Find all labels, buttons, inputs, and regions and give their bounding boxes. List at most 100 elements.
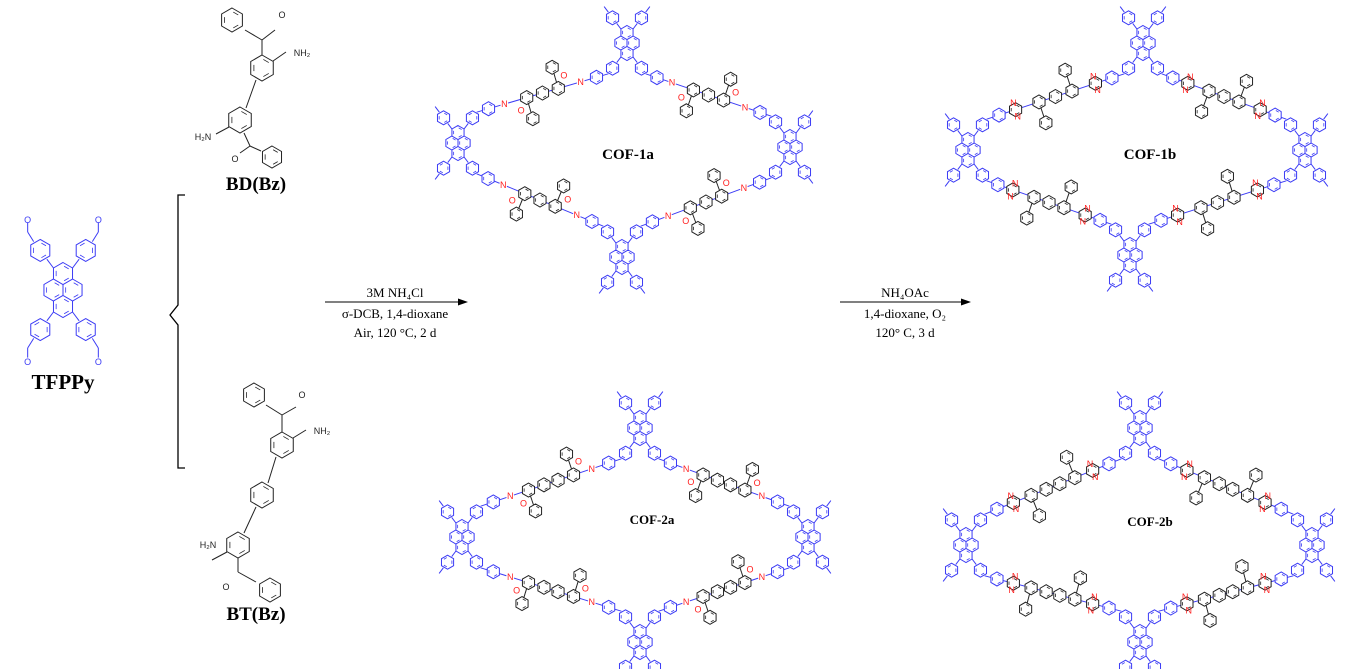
bond <box>1039 96 1043 100</box>
bond <box>1247 83 1251 87</box>
bond <box>34 333 40 338</box>
bond <box>1274 179 1278 183</box>
bond <box>608 63 613 66</box>
bond <box>1140 626 1144 629</box>
bond <box>646 644 650 647</box>
bond <box>778 496 782 500</box>
bond <box>980 565 985 568</box>
atom-label: N <box>1182 85 1189 95</box>
bond <box>980 572 985 576</box>
bond <box>1031 490 1035 493</box>
bond <box>1013 192 1017 195</box>
bond <box>544 582 548 585</box>
bond <box>1013 497 1018 500</box>
bond <box>1301 558 1307 565</box>
bond <box>1312 550 1316 553</box>
bond <box>968 155 972 158</box>
bond <box>1248 582 1252 586</box>
bond <box>255 386 261 391</box>
bond <box>1305 142 1309 145</box>
bond <box>621 45 625 48</box>
bond <box>1188 85 1192 89</box>
imine-gap <box>587 464 596 473</box>
bond <box>1140 441 1144 444</box>
bond <box>1146 423 1150 426</box>
bond <box>982 170 987 173</box>
bond <box>1132 56 1138 63</box>
bond <box>1227 178 1232 182</box>
bond <box>292 429 307 439</box>
bond <box>54 282 60 286</box>
bond <box>1310 130 1316 137</box>
bond <box>603 277 608 280</box>
bond <box>468 539 472 542</box>
bond <box>540 202 544 205</box>
bond <box>1016 112 1020 115</box>
bond <box>972 540 976 543</box>
bond <box>952 522 956 525</box>
bond <box>960 540 964 543</box>
bond <box>710 619 714 623</box>
bond <box>1026 611 1030 615</box>
bond <box>1153 12 1157 16</box>
bond <box>480 567 622 612</box>
bond <box>272 161 278 165</box>
bond <box>1064 210 1068 213</box>
bond <box>1135 268 1141 275</box>
bond <box>444 120 448 123</box>
bond <box>1093 598 1097 602</box>
bond <box>1148 285 1154 292</box>
bond <box>1265 585 1269 589</box>
bond <box>808 542 812 545</box>
bond <box>1046 594 1051 597</box>
bond <box>1281 511 1286 515</box>
bond <box>1233 586 1237 590</box>
bond <box>808 110 814 117</box>
bond <box>706 204 710 207</box>
bond <box>1064 202 1068 206</box>
bond <box>731 589 735 593</box>
bond <box>1039 104 1043 107</box>
bond <box>1046 125 1050 128</box>
bond <box>536 505 540 509</box>
bond <box>1075 472 1079 476</box>
bond <box>1311 145 1315 148</box>
bond <box>1034 199 1038 203</box>
bond <box>611 270 617 277</box>
atom-label: N <box>1084 203 1091 213</box>
bond <box>1049 205 1053 208</box>
atom-label: N <box>1187 72 1194 82</box>
atom-label: N <box>1186 459 1193 469</box>
bond <box>54 294 60 298</box>
atom-label: N <box>589 597 596 607</box>
bond <box>239 550 245 554</box>
bond <box>272 51 287 62</box>
bond <box>1204 480 1209 483</box>
bond <box>1234 192 1238 195</box>
bond <box>1322 514 1326 518</box>
bond <box>91 231 99 242</box>
bond <box>1234 199 1238 203</box>
bond <box>796 142 800 145</box>
pyrene-node <box>1118 395 1162 461</box>
bond <box>79 242 85 247</box>
bond <box>1034 192 1038 195</box>
atom-label: N <box>1088 606 1095 616</box>
bond <box>966 529 970 532</box>
bond <box>794 506 798 510</box>
bond <box>265 404 283 416</box>
bond <box>622 249 626 252</box>
bond <box>1274 187 1278 190</box>
bond <box>1095 85 1100 89</box>
bond <box>211 551 228 561</box>
bond <box>271 594 277 599</box>
bond <box>802 532 806 535</box>
bond <box>650 611 654 615</box>
bond <box>641 70 646 74</box>
step2-condition-3: 120° C, 3 d <box>875 325 935 340</box>
bond <box>962 145 966 148</box>
